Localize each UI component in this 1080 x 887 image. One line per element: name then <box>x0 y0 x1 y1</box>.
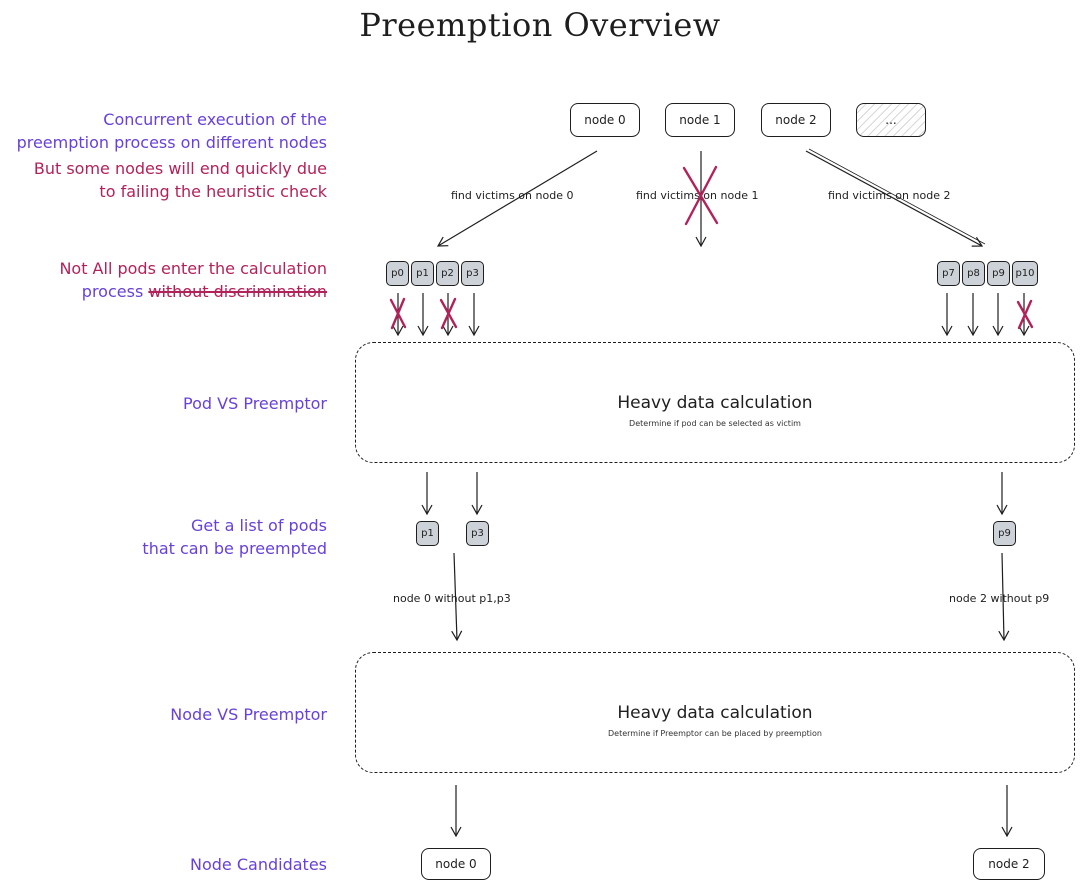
concurrent-note: Concurrent execution of the preemption p… <box>17 108 327 154</box>
heuristic-note-line1: But some nodes will end quickly due <box>33 159 327 178</box>
pods-filter-note-strikethrough: without discrimination <box>148 282 327 301</box>
heuristic-note-line2: to failing the heuristic check <box>99 182 327 201</box>
find-victims-node-0-label: find victims on node 0 <box>451 189 574 202</box>
pod-p2: p2 <box>436 261 459 286</box>
concurrent-note-line1: Concurrent execution of the <box>103 110 327 129</box>
pod-p1: p1 <box>411 261 434 286</box>
node-calculation-title: Heavy data calculation <box>617 703 813 723</box>
concurrent-note-line2: preemption process on different nodes <box>16 133 327 152</box>
node-vs-preemptor-label: Node VS Preemptor <box>170 705 327 724</box>
more-nodes-box: ... <box>856 103 926 137</box>
candidate-node-0: node 0 <box>421 848 491 880</box>
pod-p3: p3 <box>461 261 484 286</box>
node-candidates-label: Node Candidates <box>190 855 327 874</box>
pod-p8: p8 <box>962 261 985 286</box>
pod-p0-cross-icon <box>389 297 407 330</box>
node-calculation-subtitle: Determine if Preemptor can be placed by … <box>608 729 822 738</box>
pod-p7: p7 <box>937 261 960 286</box>
node-2-without-label: node 2 without p9 <box>949 592 1050 605</box>
arrow-node2-without <box>998 552 1010 642</box>
node-calculation-panel: Heavy data calculation Determine if Pree… <box>355 652 1075 773</box>
pod-p0: p0 <box>386 261 409 286</box>
pods-filter-note-line1: Not All pods enter the calculation <box>59 259 327 278</box>
node-2-box: node 2 <box>761 103 831 137</box>
node-0-without-label: node 0 without p1,p3 <box>393 592 511 605</box>
node-1-cross-icon <box>682 165 719 226</box>
pod-calculation-panel: Heavy data calculation Determine if pod … <box>355 342 1075 463</box>
pod-p9: p9 <box>987 261 1010 286</box>
arrow-node0-to-pods <box>436 150 598 247</box>
node-0-box: node 0 <box>570 103 640 137</box>
diagram-title: Preemption Overview <box>359 6 721 44</box>
preemptable-pods-note: Get a list of pods that can be preempted <box>142 514 327 560</box>
pod-p10: p10 <box>1012 261 1038 286</box>
pod-vs-preemptor-label: Pod VS Preemptor <box>183 394 327 413</box>
preemptable-pods-note-line2: that can be preempted <box>142 539 327 558</box>
node-1-box: node 1 <box>665 103 735 137</box>
pod-calculation-title: Heavy data calculation <box>617 393 813 413</box>
arrow-node0-without <box>451 552 463 642</box>
preemptable-pods-note-line1: Get a list of pods <box>190 516 327 535</box>
selected-pod-p1: p1 <box>416 521 439 546</box>
pod-calculation-subtitle: Determine if pod can be selected as vict… <box>629 419 801 428</box>
pods-filter-note-process: process <box>81 282 144 301</box>
find-victims-node-1-label: find victims on node 1 <box>636 189 759 202</box>
pods-filter-note: Not All pods enter the calculation proce… <box>59 257 327 303</box>
selected-pod-p3: p3 <box>466 521 489 546</box>
selected-pod-p9: p9 <box>993 521 1016 546</box>
pod-p2-cross-icon <box>439 297 458 330</box>
pod-p10-cross-icon <box>1016 299 1034 330</box>
arrow-node2-to-pods <box>805 150 984 247</box>
heuristic-note: But some nodes will end quickly due to f… <box>34 157 327 203</box>
candidate-node-2: node 2 <box>973 848 1045 880</box>
